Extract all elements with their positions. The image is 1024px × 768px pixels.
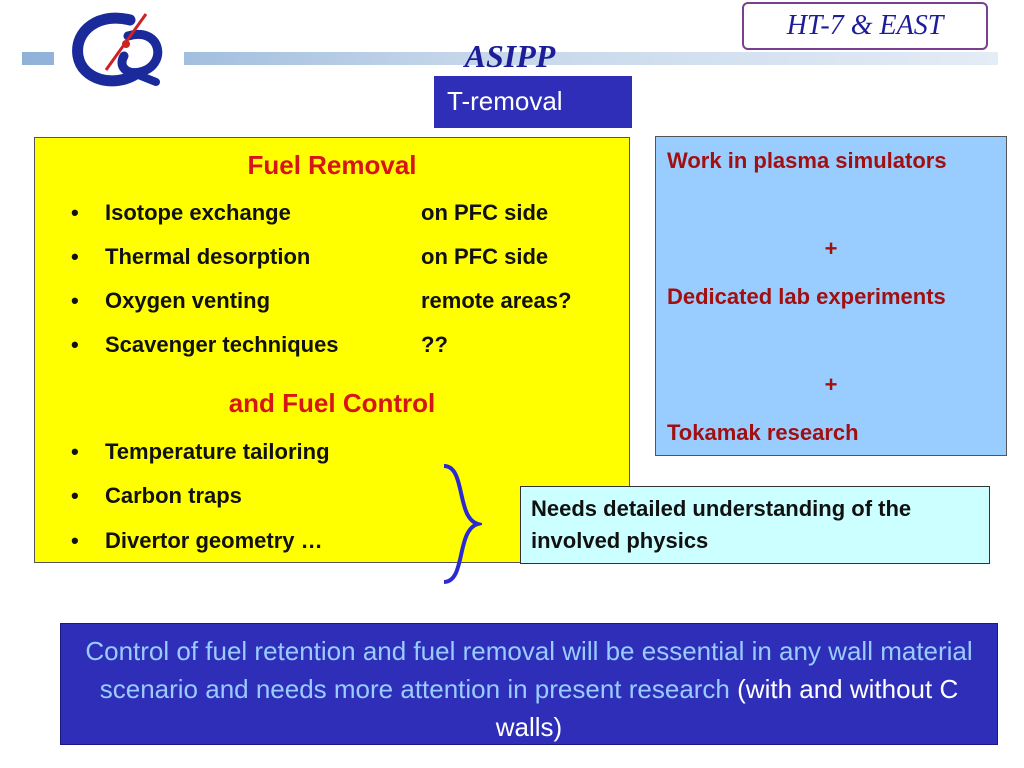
method-location: on PFC side [421, 200, 549, 225]
asipp-logo-icon [72, 12, 163, 87]
bullet: • [71, 332, 79, 357]
research-panel: Work in plasma simulators + Dedicated la… [655, 136, 1007, 456]
fuel-removal-heading: Fuel Removal [247, 150, 417, 180]
research-line-simulators: Work in plasma simulators [667, 148, 947, 173]
bullet: • [71, 200, 79, 225]
conclusion-main: Control of fuel retention and fuel remov… [85, 636, 973, 704]
bullet: • [71, 288, 79, 313]
research-line-tokamak: Tokamak research [667, 420, 859, 445]
control-label: Carbon traps [105, 483, 242, 508]
bullet: • [71, 483, 79, 508]
control-label: Temperature tailoring [105, 439, 330, 464]
method-label: Scavenger techniques [105, 332, 339, 357]
method-location: remote areas? [421, 288, 572, 313]
physics-note: Needs detailed understanding of the invo… [520, 486, 990, 564]
bullet: • [71, 528, 79, 553]
plus-sign: + [824, 372, 838, 397]
topic-label: T-removal [434, 76, 632, 128]
conclusion-box: Control of fuel retention and fuel remov… [60, 623, 998, 745]
bullet: • [71, 439, 79, 464]
header-bar [22, 52, 998, 65]
bullet: • [71, 244, 79, 269]
fuel-control-heading: and Fuel Control [228, 388, 436, 418]
badge-text: HT-7 & EAST [786, 10, 944, 41]
curly-brace-icon [443, 464, 482, 584]
org-title: ASIPP [464, 38, 556, 74]
method-location: on PFC side [421, 244, 549, 269]
method-label: Isotope exchange [105, 200, 291, 225]
research-line-lab: Dedicated lab experiments [667, 284, 946, 309]
control-label: Divertor geometry … [105, 528, 323, 553]
ht7-east-badge: HT-7 & EAST [742, 2, 988, 50]
conclusion-aside: (with and without C walls) [495, 674, 959, 742]
plus-sign: + [824, 236, 838, 261]
method-label: Oxygen venting [105, 288, 271, 313]
method-label: Thermal desorption [105, 244, 311, 269]
method-location: ?? [421, 332, 448, 357]
